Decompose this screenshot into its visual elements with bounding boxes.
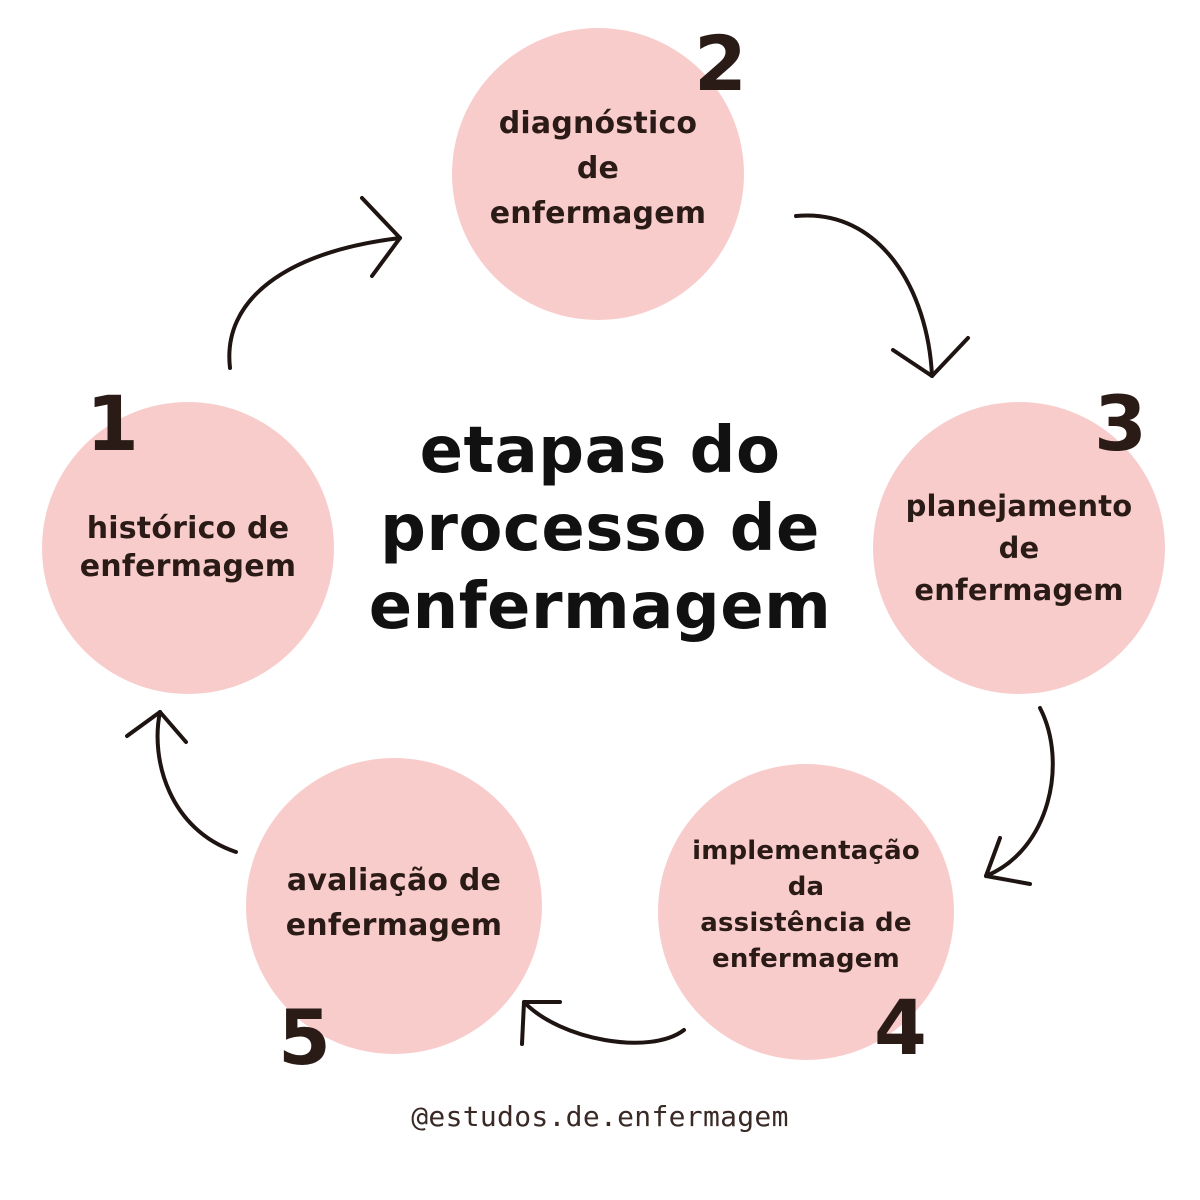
step-4-circle: implementação da assistência de enfermag… [658,764,954,1060]
step-3-label-line-3: enfermagem [914,573,1124,608]
step-3-circle: planejamento de enfermagem [873,402,1165,694]
step-3-label-line-2: de [998,530,1040,565]
step-2-number: 2 [694,19,747,108]
step-2-label-line-1: diagnóstico [498,105,698,141]
step-3-label: planejamento de enfermagem [906,485,1133,611]
step-1-label: histórico de enfermagem [80,510,296,587]
step-3-label-line-1: planejamento [905,488,1133,523]
step-2-label-line-3: enfermagem [489,195,707,231]
step-1-circle: histórico de enfermagem [42,402,334,694]
arrow-step3-to-step4 [984,706,1055,886]
title-line-2: processo de [380,492,820,567]
step-1-label-line-1: histórico de [86,510,290,546]
step-2-label-line-2: de [576,150,620,186]
step-5-label: avaliação de enfermagem [286,858,502,948]
step-5-label-line-1: avaliação de [286,863,502,898]
arrow-step1-to-step2 [227,196,402,370]
step-4-number: 4 [874,983,927,1072]
step-5-label-line-2: enfermagem [285,908,503,943]
arrow-step2-to-step3 [794,213,970,378]
step-4-label-line-4: enfermagem [712,943,900,974]
step-1-number: 1 [86,379,139,468]
step-5-number: 5 [278,993,331,1082]
step-4-label-line-2: da [787,872,825,903]
arrow-step5-to-step1 [125,710,238,854]
step-4-label: implementação da assistência de enfermag… [692,834,920,978]
step-5-circle: avaliação de enfermagem [246,758,542,1054]
step-1-label-line-2: enfermagem [79,549,297,584]
diagram-title: etapas do processo de enfermagem [330,412,870,646]
arrow-step4-to-step5 [520,1000,686,1046]
step-2-label: diagnóstico de enfermagem [490,101,706,236]
step-3-number: 3 [1094,379,1147,468]
author-handle: @estudos.de.enfermagem [411,1100,789,1133]
step-2-circle: diagnóstico de enfermagem [452,28,744,320]
title-line-1: etapas do [419,414,781,488]
step-4-label-line-1: implementação [692,836,920,867]
title-line-3: enfermagem [368,570,832,645]
step-4-label-line-3: assistência de [700,908,912,938]
